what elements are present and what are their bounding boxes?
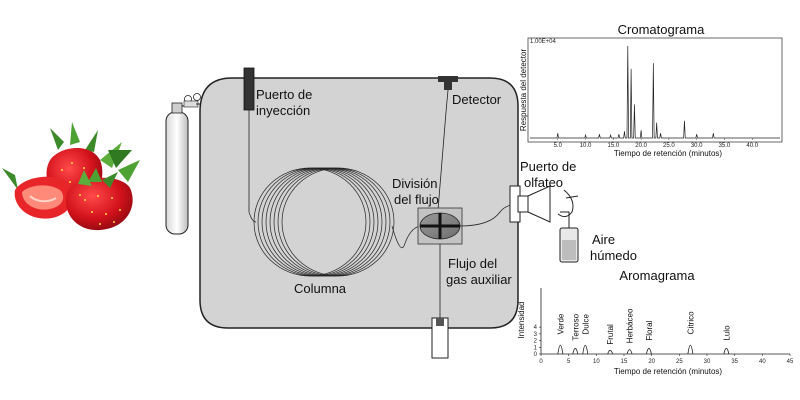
injection-port	[243, 67, 255, 111]
aromagram-y-tick-label: 1	[534, 345, 538, 351]
chromatogram-tick-label: 35.0	[719, 143, 731, 149]
aromagram-x-tick-label: 5	[567, 359, 571, 365]
aromagram-y-tick-label: 4	[534, 325, 538, 331]
gc-oven	[199, 77, 519, 329]
label-injection-port-1: Puerto de	[256, 87, 312, 102]
aromagram-peak-label: Terroso	[571, 313, 580, 340]
aromagram-xlabel: Tiempo de retención (minutos)	[614, 367, 723, 376]
aromagram-peak	[646, 347, 652, 355]
chromatogram-title: Cromatograma	[618, 22, 705, 37]
label-aux-gas-2: gas auxiliar	[446, 272, 512, 287]
aromagram-peak	[557, 344, 564, 355]
aromagram-x-tick-label: 20	[648, 359, 655, 365]
strawberry-half-core	[29, 195, 57, 203]
chromatogram-tick-label: 30.0	[691, 143, 703, 149]
chromatogram-tick-label: 40.0	[746, 143, 758, 149]
strawberry-front	[65, 177, 133, 231]
carrier-gas-cylinder	[165, 102, 194, 235]
label-detector: Detector	[452, 92, 502, 107]
chromatogram-tick-label: 25.0	[663, 143, 675, 149]
chromatogram: Cromatograma 1.00E+04 Respuesta del dete…	[519, 22, 783, 158]
aromagram-ylabel: Intensidad	[517, 302, 526, 339]
aromagram-peak-label: Herbáceo	[626, 308, 635, 343]
chromatogram-tick-label: 10.0	[580, 143, 592, 149]
detector-line	[437, 89, 449, 211]
chromatogram-tick-label: 5.0	[554, 143, 563, 149]
chromatogram-tick-label: 20.0	[635, 143, 647, 149]
chromatogram-tick-label: 15.0	[607, 143, 619, 149]
aromagram-peak-label: Floral	[645, 320, 654, 340]
strawberries-illustration	[2, 122, 140, 231]
detector	[438, 76, 458, 90]
chromatogram-x-ticks: 5.0 10.0 15.0 20.0 25.0 30.0 35.0 40.0	[554, 138, 759, 149]
nose-icon	[557, 189, 579, 218]
gc-column	[248, 167, 421, 277]
leaf-group	[2, 122, 140, 190]
aromagram-peak-label: Cítrico	[686, 311, 695, 335]
aromagram-peak-label: Lulo	[722, 325, 731, 341]
chromatogram-xlabel: Tiempo de retención (minutos)	[614, 149, 723, 158]
olfactory-port	[509, 185, 551, 223]
label-column: Columna	[294, 281, 347, 296]
aromagram-x-tick-label: 25	[676, 359, 683, 365]
aromagram-x-tick-label: 10	[593, 359, 600, 365]
chromatogram-ylabel: Respuesta del detector	[519, 49, 528, 132]
aromagram-x-tick-label: 45	[787, 359, 794, 365]
aromagram-x-tick-label: 30	[704, 359, 711, 365]
label-injection-port-2: inyección	[256, 103, 310, 118]
aromagram-title: Aromagrama	[619, 268, 695, 283]
aromagram-x-tick-label: 15	[621, 359, 628, 365]
aromagram-peak	[626, 349, 633, 355]
front-berry-leaves	[78, 168, 118, 188]
label-olfactory-port-2: olfateo	[524, 175, 563, 190]
aromagram: Aromagrama Intensidad Tiempo de retenció…	[517, 268, 794, 376]
aromagram-x-tick-label: 40	[759, 359, 766, 365]
chromatogram-trace	[530, 45, 780, 139]
strawberry-half-flesh	[22, 185, 64, 210]
pressure-regulator	[183, 93, 201, 108]
aromagram-peak	[687, 344, 694, 355]
label-olfactory-port-1: Puerto de	[520, 159, 576, 174]
label-flow-split-2: del flujo	[394, 192, 439, 207]
aromagram-y-tick-label: 2	[534, 339, 538, 345]
aromagram-peak	[582, 344, 589, 355]
aromagram-x-ticks: 0 5 10 15 20 25 30 35 40 45	[539, 354, 794, 365]
aromagram-x-tick-label: 0	[539, 359, 543, 365]
chromatogram-header-text: 1.00E+04	[530, 39, 557, 45]
label-humid-air-1: Aire	[592, 232, 615, 247]
humid-air-vessel	[559, 211, 579, 263]
aromagram-peak-label: Frutal	[606, 324, 615, 345]
aromagram-x-tick-label: 35	[731, 359, 738, 365]
aromagram-y-tick-label: 3	[534, 332, 538, 338]
chromatogram-frame	[527, 37, 783, 143]
aromagram-y-tick-label: 0	[534, 352, 538, 358]
label-flow-split-1: División	[392, 176, 438, 191]
aromagram-peak	[607, 349, 614, 355]
aromagram-peak-label: Dulce	[581, 314, 590, 335]
aromagram-peak	[723, 347, 730, 355]
aromagram-peak	[572, 347, 579, 355]
label-humid-air-2: húmedo	[590, 248, 637, 263]
aromagram-peak-label: Verde	[556, 313, 565, 334]
label-aux-gas-1: Flujo del	[448, 256, 497, 271]
